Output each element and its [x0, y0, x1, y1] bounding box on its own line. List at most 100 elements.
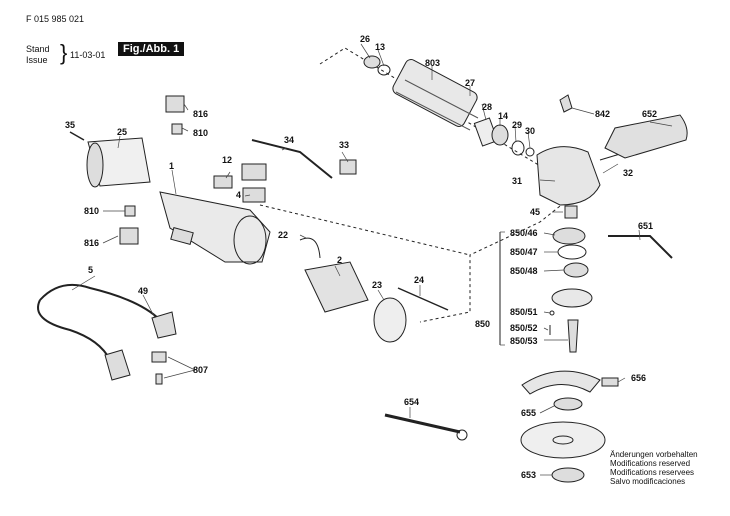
brace-glyph: }: [60, 40, 68, 65]
circlip-850-47: [557, 244, 587, 260]
label-plate: [241, 163, 267, 181]
auxiliary-handle: [604, 114, 688, 159]
part-number: 32: [623, 168, 633, 178]
note-line: Modifications reservees: [610, 468, 695, 477]
part-number: 656: [631, 373, 646, 383]
bearing-26: [363, 55, 381, 69]
motor-housing: [159, 191, 271, 263]
part-number: 655: [521, 408, 536, 418]
part-number: 29: [512, 120, 522, 130]
gear-850-46: [552, 227, 586, 245]
part-number: 13: [375, 42, 385, 52]
part-number: 31: [512, 176, 522, 186]
part-number: 35: [65, 120, 75, 130]
part-number: 28: [482, 102, 492, 112]
part-number: 33: [339, 140, 349, 150]
part-number: 30: [525, 126, 535, 136]
note-line: Modifications reserved: [610, 459, 691, 468]
part-number: 45: [530, 207, 540, 217]
grinding-disc: [520, 421, 606, 459]
spanner-654: [384, 413, 461, 434]
part-4: [242, 187, 266, 203]
part-45: [564, 205, 578, 219]
plug: [104, 349, 131, 381]
stand-issue-label: Stand Issue: [26, 44, 50, 65]
part-850-51: [549, 310, 555, 316]
cable-clamp-807: [151, 351, 167, 363]
part-number: 4: [236, 190, 241, 200]
part-number: 653: [521, 470, 536, 480]
ring-13: [377, 64, 391, 76]
leader-lines: [71, 43, 673, 476]
carbon-brush-810-lower: [124, 205, 136, 217]
part-number: 23: [372, 280, 382, 290]
brush-holder-816: [165, 95, 185, 113]
part-number: 25: [117, 127, 127, 137]
modification-notes: Änderungen vorbehalten Modifications res…: [610, 450, 698, 486]
spindle-850-53: [567, 319, 579, 353]
screw-24: [397, 287, 449, 311]
figure-label: Fig./Abb. 1: [118, 42, 185, 56]
spindle-lock-842: [559, 94, 573, 113]
part-12: [213, 175, 233, 189]
carbon-brush-810: [171, 123, 183, 135]
switch-bar-34: [251, 139, 333, 179]
part-number: 842: [595, 109, 610, 119]
motor-housing-opening: [233, 215, 267, 265]
cord-sleeve-49: [151, 311, 177, 339]
brush-holder-816-lower: [119, 227, 139, 245]
issue-date: 11-03-01: [70, 50, 106, 60]
part-number: 850/53: [510, 336, 538, 346]
screw-32: [599, 153, 621, 161]
part-number: 810: [193, 128, 208, 138]
assembly-outline-dashed: [319, 47, 581, 323]
cable-22: [299, 237, 321, 259]
guard-656: [521, 370, 601, 395]
note-line: Änderungen vorbehalten: [610, 450, 698, 459]
part-number: 14: [498, 111, 508, 121]
part-number: 652: [642, 109, 657, 119]
bearing-flange-850: [551, 288, 593, 308]
part-number: 850/52: [510, 323, 538, 333]
part-number: 816: [84, 238, 99, 248]
switch-33: [339, 159, 357, 175]
hex-key-651: [608, 235, 673, 259]
part-number: 24: [414, 275, 424, 285]
gear-head-housing: [536, 146, 601, 206]
part-number-labels: 26 13 803 27 28 14 29 30 842 652 816 810…: [65, 34, 657, 480]
part-number: 1: [169, 161, 174, 171]
part-number: 49: [138, 286, 148, 296]
part-number: 34: [284, 135, 294, 145]
nut-30: [525, 147, 535, 157]
part-number: 850/51: [510, 307, 538, 317]
armature-part: [363, 55, 479, 131]
part-number: 27: [465, 78, 475, 88]
part-number: 12: [222, 155, 232, 165]
part-number: 850/46: [510, 228, 538, 238]
part-number: 5: [88, 265, 93, 275]
fan-23: [373, 297, 407, 343]
bearing-14: [491, 124, 509, 146]
part-number: 850/47: [510, 247, 538, 257]
part-number: 26: [360, 34, 370, 44]
part-number: 816: [193, 109, 208, 119]
clamping-nut-653: [551, 467, 585, 483]
flange-655: [553, 397, 583, 411]
part-number: 654: [404, 397, 419, 407]
part-number: 810: [84, 206, 99, 216]
part-number: 850/48: [510, 266, 538, 276]
note-line: Salvo modificaciones: [610, 477, 686, 486]
washer-29: [511, 140, 525, 156]
part-number: 2: [337, 255, 342, 265]
field-coil-2: [304, 261, 369, 313]
power-cord: [39, 284, 161, 321]
assembly-axis-dashed: [259, 204, 471, 256]
part-number: 850: [475, 319, 490, 329]
rating-plate: [170, 227, 194, 245]
bearing-850-48: [563, 262, 589, 278]
document-number: F 015 985 021: [26, 14, 85, 24]
part-number: 22: [278, 230, 288, 240]
screw-35: [69, 131, 85, 141]
part-number: 651: [638, 221, 653, 231]
